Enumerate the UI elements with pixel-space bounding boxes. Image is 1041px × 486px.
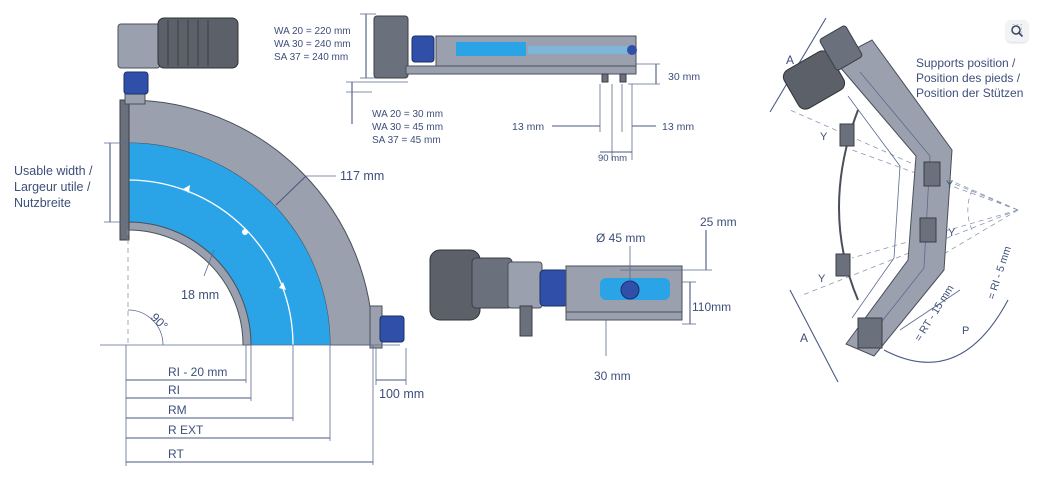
- inner-gap-18: 18 mm: [181, 288, 219, 302]
- radius-rt: RT: [168, 447, 184, 461]
- supports-label-fr: Position des pieds /: [916, 71, 1021, 85]
- belt-arrow-icon: [183, 185, 190, 193]
- label-a-bottom: A: [800, 331, 808, 345]
- belt-pivot-dot: [242, 229, 248, 235]
- end-view-coupling: [539, 269, 569, 307]
- supports-label-de: Position der Stützen: [916, 86, 1023, 100]
- label-p: P: [962, 325, 969, 337]
- zoom-button[interactable]: [1006, 20, 1028, 42]
- offset-wa30: WA 30 = 45 mm: [372, 122, 443, 133]
- radius-ri: RI: [168, 383, 180, 397]
- label-y: Y: [948, 227, 956, 239]
- top-offset-25: 25 mm: [700, 215, 737, 229]
- side-coupling: [411, 35, 435, 63]
- offset-wa20: WA 20 = 30 mm: [372, 109, 443, 120]
- supports-label-en: Supports position /: [916, 56, 1016, 70]
- drum-diameter: Ø 45 mm: [596, 231, 645, 245]
- foot-spacing-90: 90 mm: [598, 153, 627, 164]
- plan-gearbox: [819, 25, 863, 71]
- side-foot: [619, 73, 627, 83]
- drum-shaft: [620, 280, 640, 300]
- foot-height-30: 30 mm: [668, 71, 700, 83]
- plan-frame: [833, 39, 953, 357]
- label-ri-minus-5: = RI - 5 mm: [985, 245, 1014, 301]
- usable-width-label-fr: Largeur utile /: [14, 180, 91, 194]
- conveyor-belt: [128, 143, 330, 345]
- support-width-100: 100 mm: [379, 387, 424, 401]
- usable-width-label-de: Nutzbreite: [14, 196, 71, 210]
- side-belt: [456, 42, 526, 56]
- side-base: [405, 65, 637, 75]
- belt-arrow-icon: [279, 282, 286, 290]
- foot-width-13-right: 13 mm: [662, 121, 694, 133]
- usable-width-label-en: Usable width /: [14, 164, 93, 178]
- radius-rm: RM: [168, 403, 187, 417]
- curved-conveyor-view: Usable width / Largeur utile / Nutzbreit…: [14, 17, 424, 466]
- radius-r-ext: R EXT: [168, 423, 204, 437]
- lens-icon: [1011, 24, 1024, 38]
- base-offset-30: 30 mm: [594, 369, 631, 383]
- label-a-top: A: [786, 53, 794, 67]
- side-drum: [627, 45, 637, 55]
- support-foot: [923, 161, 941, 187]
- end-base: [565, 311, 683, 321]
- supports-view: Supports position / Position des pieds /…: [769, 17, 1023, 383]
- frame-height-110: 110mm: [692, 300, 731, 314]
- gearbox: [117, 23, 161, 69]
- plan-end-drive: [857, 317, 883, 349]
- label-y: Y: [946, 179, 954, 191]
- side-view: WA 20 = 220 mm WA 30 = 240 mm SA 37 = 24…: [274, 13, 700, 164]
- height-wa20: WA 20 = 220 mm: [274, 26, 351, 37]
- support-foot: [919, 217, 937, 243]
- radius-ri-20: RI - 20 mm: [168, 365, 227, 379]
- drive-coupling: [123, 71, 149, 95]
- height-sa37: SA 37 = 240 mm: [274, 52, 348, 63]
- end-leg: [519, 305, 533, 337]
- frame-width-117: 117 mm: [340, 169, 384, 183]
- support-foot: [839, 123, 855, 147]
- side-belt-tail: [528, 46, 628, 54]
- label-y: Y: [820, 131, 828, 143]
- foot-width-13-left: 13 mm: [512, 121, 544, 133]
- support-foot: [835, 253, 851, 277]
- end-housing: [507, 261, 543, 309]
- angle-90: 90°: [148, 310, 171, 333]
- height-wa30: WA 30 = 240 mm: [274, 39, 351, 50]
- offset-sa37: SA 37 = 45 mm: [372, 135, 441, 146]
- end-plate: [119, 99, 130, 241]
- side-foot: [601, 73, 609, 83]
- end-gearbox: [471, 257, 513, 309]
- end-coupling: [379, 315, 405, 343]
- side-motor: [373, 15, 409, 79]
- belt-centerline: [127, 179, 294, 346]
- end-view: Ø 45 mm 25 mm 110mm 30 mm: [429, 215, 737, 383]
- label-y: Y: [818, 273, 826, 285]
